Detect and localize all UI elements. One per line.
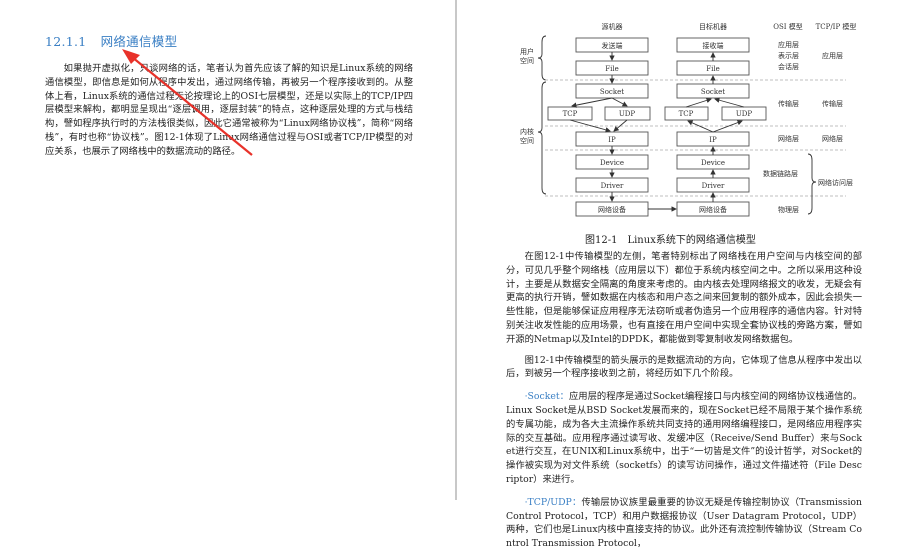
osi-network: 网络层 <box>778 134 799 143</box>
network-access-brace <box>807 153 817 215</box>
paragraph: 图12-1中传输模型的箭头展示的是数据流动的方向，它体现了信息从程序中发出以后，… <box>506 354 862 380</box>
kernel-space-label-2: 空间 <box>520 136 534 145</box>
right-page: 源机器 目标机器 OSI 模型 TCP/IP 模型 用户 空间 内核 空间 发送… <box>506 22 862 549</box>
caption-number: 图12-1 <box>585 235 618 246</box>
col-tcpip: TCP/IP 模型 <box>816 22 857 31</box>
page-divider <box>455 0 457 500</box>
osi-app: 应用层 <box>778 40 799 49</box>
section-heading: 12.1.1 网络通信模型 <box>45 31 177 50</box>
sender-box: 发送端 <box>602 41 623 50</box>
driver-box: Driver <box>702 182 725 190</box>
tcp-udp-label: ·TCP/UDP： <box>524 496 582 508</box>
file-box: File <box>706 65 719 73</box>
tcpip-transport: 传输层 <box>822 99 843 108</box>
source-stack: 发送端 File Socket TCP UDP IP Device Driver… <box>547 37 677 217</box>
tcp-udp-paragraph: ·TCP/UDP：传输层协议族里最重要的协议无疑是传输控制协议（Transmis… <box>506 496 862 551</box>
device-box: Device <box>701 159 725 167</box>
udp-box: UDP <box>619 110 636 118</box>
tcp-box: TCP <box>679 110 694 118</box>
tcpip-app: 应用层 <box>822 51 843 60</box>
nic-box: 网络设备 <box>699 205 727 214</box>
osi-transport: 传输层 <box>778 99 799 108</box>
receiver-box: 接收端 <box>703 41 724 50</box>
nic-box: 网络设备 <box>598 205 626 214</box>
socket-box: Socket <box>600 88 624 96</box>
device-box: Device <box>600 159 624 167</box>
osi-physical: 物理层 <box>778 205 799 214</box>
target-stack: 接收端 File Socket TCP UDP IP Device Driver… <box>664 37 767 217</box>
socket-text: 应用层的程序是通过Socket编程接口与内核空间的网络协议栈通信的。Linux … <box>506 391 863 485</box>
tcpip-access: 网络访问层 <box>818 178 853 187</box>
section-number: 12.1.1 <box>45 34 87 49</box>
right-body-text: 在图12-1中传输模型的左侧，笔者特别标出了网络栈在用户空间与内核空间的部分，可… <box>506 250 862 558</box>
ip-box: IP <box>709 136 717 144</box>
udp-box: UDP <box>736 110 753 118</box>
section-title: 网络通信模型 <box>100 34 178 49</box>
col-source: 源机器 <box>602 22 623 31</box>
driver-box: Driver <box>601 182 624 190</box>
socket-paragraph: ·Socket：应用层的程序是通过Socket编程接口与内核空间的网络协议栈通信… <box>506 390 862 487</box>
ip-box: IP <box>608 136 616 144</box>
tcp-box: TCP <box>563 110 578 118</box>
user-space-label: 用户 <box>520 47 534 56</box>
user-space-brace <box>537 35 547 81</box>
osi-datalink: 数据链路层 <box>763 169 798 178</box>
file-box: File <box>605 65 618 73</box>
user-space-label-2: 空间 <box>520 56 534 65</box>
kernel-space-brace <box>537 81 547 195</box>
col-target: 目标机器 <box>699 22 727 31</box>
socket-label: ·Socket： <box>524 391 569 403</box>
network-model-diagram: 源机器 目标机器 OSI 模型 TCP/IP 模型 用户 空间 内核 空间 发送… <box>520 22 857 217</box>
osi-pres: 表示层 <box>778 51 799 60</box>
socket-box: Socket <box>701 88 725 96</box>
paragraph: 在图12-1中传输模型的左侧，笔者特别标出了网络栈在用户空间与内核空间的部分，可… <box>506 251 862 345</box>
osi-session: 会话层 <box>778 62 799 71</box>
tcpip-network: 网络层 <box>822 134 843 143</box>
col-osi: OSI 模型 <box>773 22 803 31</box>
caption-text: Linux系统下的网络通信模型 <box>627 235 756 246</box>
figure-caption: 图12-1 Linux系统下的网络通信模型 <box>585 231 766 246</box>
kernel-space-label: 内核 <box>520 127 534 136</box>
